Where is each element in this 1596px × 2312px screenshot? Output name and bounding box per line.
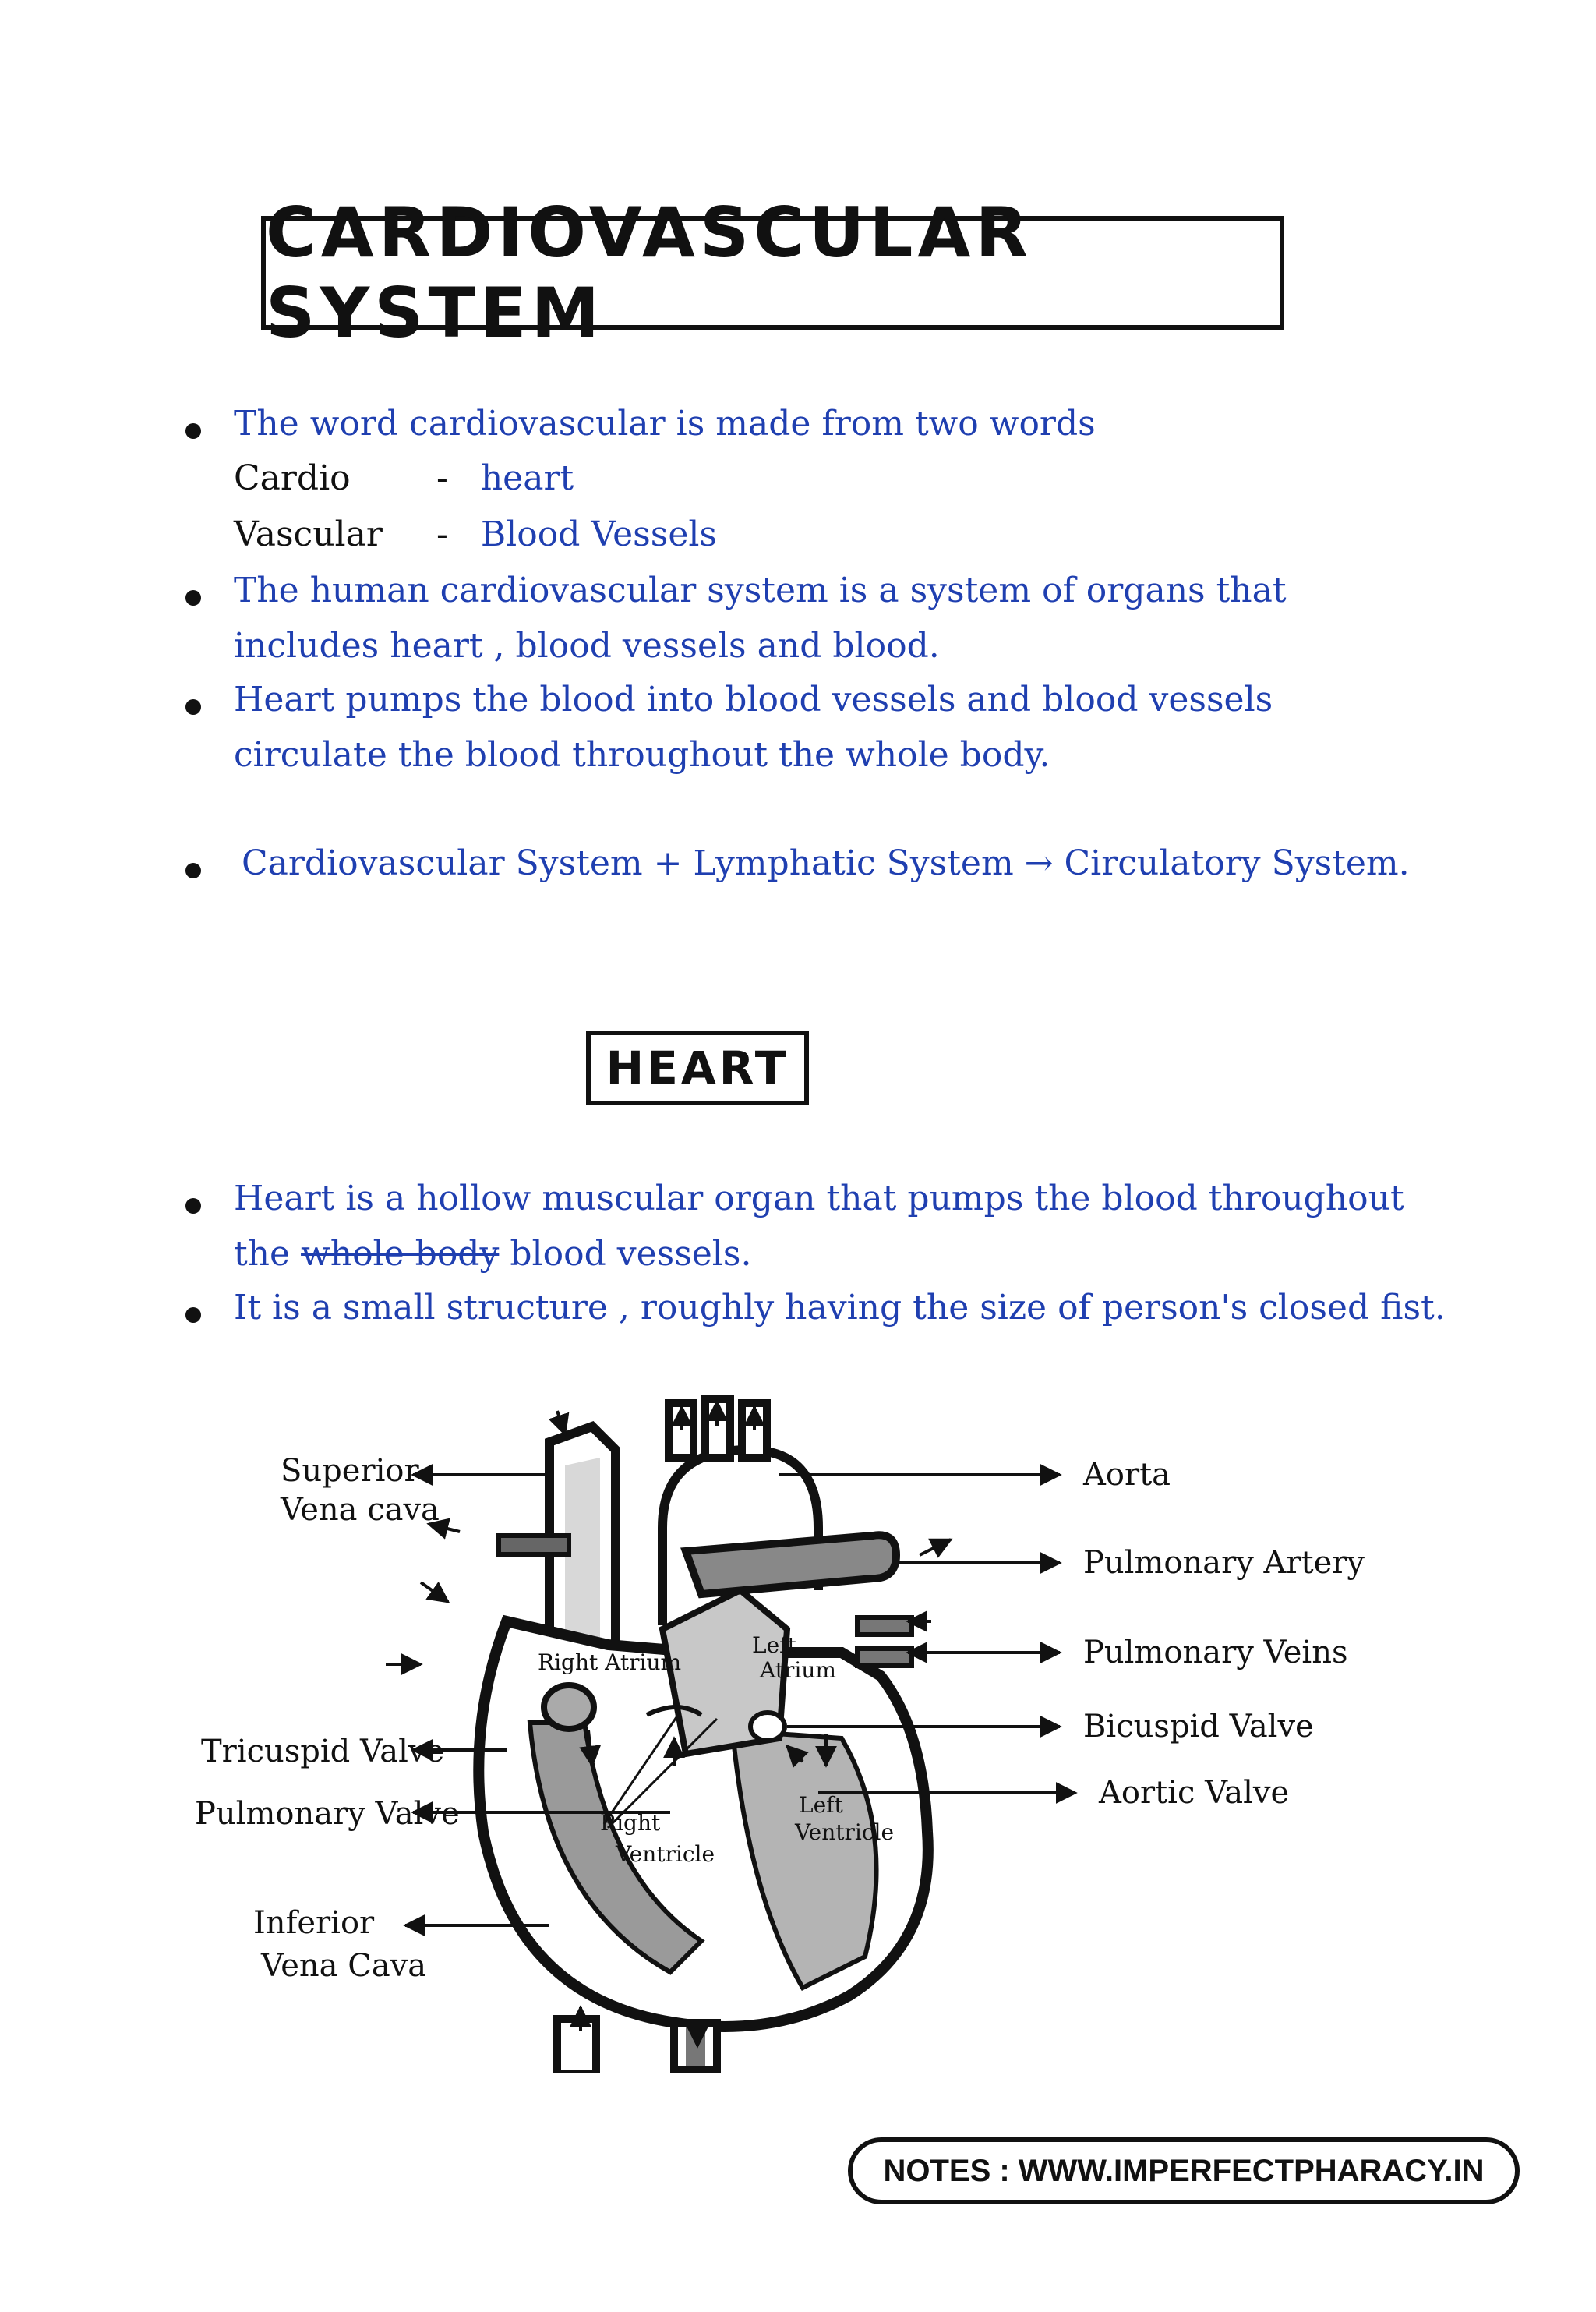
pulmonary-artery	[680, 1531, 901, 1599]
heart-illustration	[386, 1395, 953, 2077]
heart-point1-b-suffix: blood vessels.	[510, 1234, 752, 1274]
label-aortic: Aortic Valve	[1098, 1775, 1289, 1811]
label-inferior-1: Inferior	[253, 1905, 375, 1941]
pulmonary-vein-left	[496, 1533, 571, 1557]
label-aorta: Aorta	[1082, 1457, 1171, 1493]
label-pulmonary-veins: Pulmonary Veins	[1083, 1635, 1348, 1670]
intro-line1: The word cardiovascular is made from two…	[234, 404, 1096, 444]
pulmonary-vein	[855, 1646, 914, 1668]
left-ventricle-wall	[729, 1727, 879, 1991]
label-tricuspid: Tricuspid Valve	[201, 1734, 444, 1769]
bullet	[185, 590, 201, 606]
heart-diagram: Superior Vena cava Tricuspid Valve Pulmo…	[0, 1395, 1596, 2077]
heart-point2: It is a small structure , roughly having…	[234, 1288, 1446, 1327]
intro-point4: Cardiovascular System + Lymphatic System…	[242, 843, 1410, 883]
label-left-ventricle-2: Ventricle	[794, 1819, 894, 1845]
bicuspid-valve-shape	[748, 1710, 787, 1743]
term-meaning-vessels: Blood Vessels	[480, 514, 718, 554]
tricuspid-valve-shape	[645, 1705, 703, 1717]
heart-point1-b: the whole body blood vessels.	[234, 1234, 751, 1274]
term-sep: -	[436, 514, 448, 554]
bullet	[185, 699, 201, 715]
heart-heading-box: HEART	[586, 1031, 809, 1105]
term-row-cardio: Cardio - heart	[234, 458, 574, 498]
intro-point2-a: The human cardiovascular system is a sys…	[234, 571, 1287, 610]
label-right-atrium: Right Atrium	[538, 1649, 681, 1675]
footer-text: NOTES : WWW.IMPERFECTPHARACY.IN	[883, 2153, 1485, 2188]
coronary-sinus	[541, 1682, 597, 1732]
heart-heading: HEART	[606, 1041, 789, 1094]
heart-diagram-svg: Superior Vena cava Tricuspid Valve Pulmo…	[195, 1395, 1365, 2077]
term-vascular: Vascular	[234, 514, 383, 554]
label-left-ventricle-1: Left	[799, 1792, 844, 1818]
bullet	[185, 1198, 201, 1214]
label-superior-1: Superior	[281, 1453, 419, 1489]
pulmonary-vein	[855, 1615, 914, 1637]
label-left-atrium-1: Left	[752, 1632, 797, 1658]
struck-text: whole body	[301, 1234, 500, 1274]
intro-point2-b: includes heart , blood vessels and blood…	[234, 626, 940, 666]
right-ventricle-wall	[527, 1720, 705, 1975]
intro-point3-a: Heart pumps the blood into blood vessels…	[234, 680, 1273, 719]
label-inferior-2: Vena Cava	[260, 1948, 426, 1984]
term-meaning-heart: heart	[480, 458, 574, 498]
bullet	[185, 423, 201, 439]
inferior-vena-cava	[553, 2015, 600, 2077]
bullet	[185, 1307, 201, 1323]
label-right-ventricle-1: Right	[600, 1810, 661, 1836]
label-bicuspid: Bicuspid Valve	[1083, 1709, 1314, 1745]
term-cardio: Cardio	[234, 458, 351, 498]
bullet	[185, 863, 201, 878]
label-left-atrium-2: Atrium	[759, 1657, 836, 1683]
term-sep: -	[436, 458, 448, 498]
intro-point3-b: circulate the blood throughout the whole…	[234, 735, 1050, 775]
page-title: CARDIOVASCULAR SYSTEM	[266, 193, 1033, 353]
leader-lines	[403, 1464, 1078, 1936]
footer-notes-badge: NOTES : WWW.IMPERFECTPHARACY.IN	[848, 2137, 1520, 2204]
heart-point1-b-prefix: the	[234, 1234, 291, 1274]
label-superior-2: Vena cava	[280, 1492, 440, 1528]
label-right-ventricle-2: Ventricle	[615, 1841, 715, 1867]
heart-point1-a: Heart is a hollow muscular organ that pu…	[234, 1179, 1404, 1218]
term-row-vascular: Vascular - Blood Vessels	[234, 514, 717, 554]
label-pulmonary-artery: Pulmonary Artery	[1083, 1545, 1365, 1581]
label-pulmonary-valve: Pulmonary Valve	[195, 1796, 460, 1832]
page-title-box: CARDIOVASCULAR SYSTEM	[261, 193, 1284, 353]
